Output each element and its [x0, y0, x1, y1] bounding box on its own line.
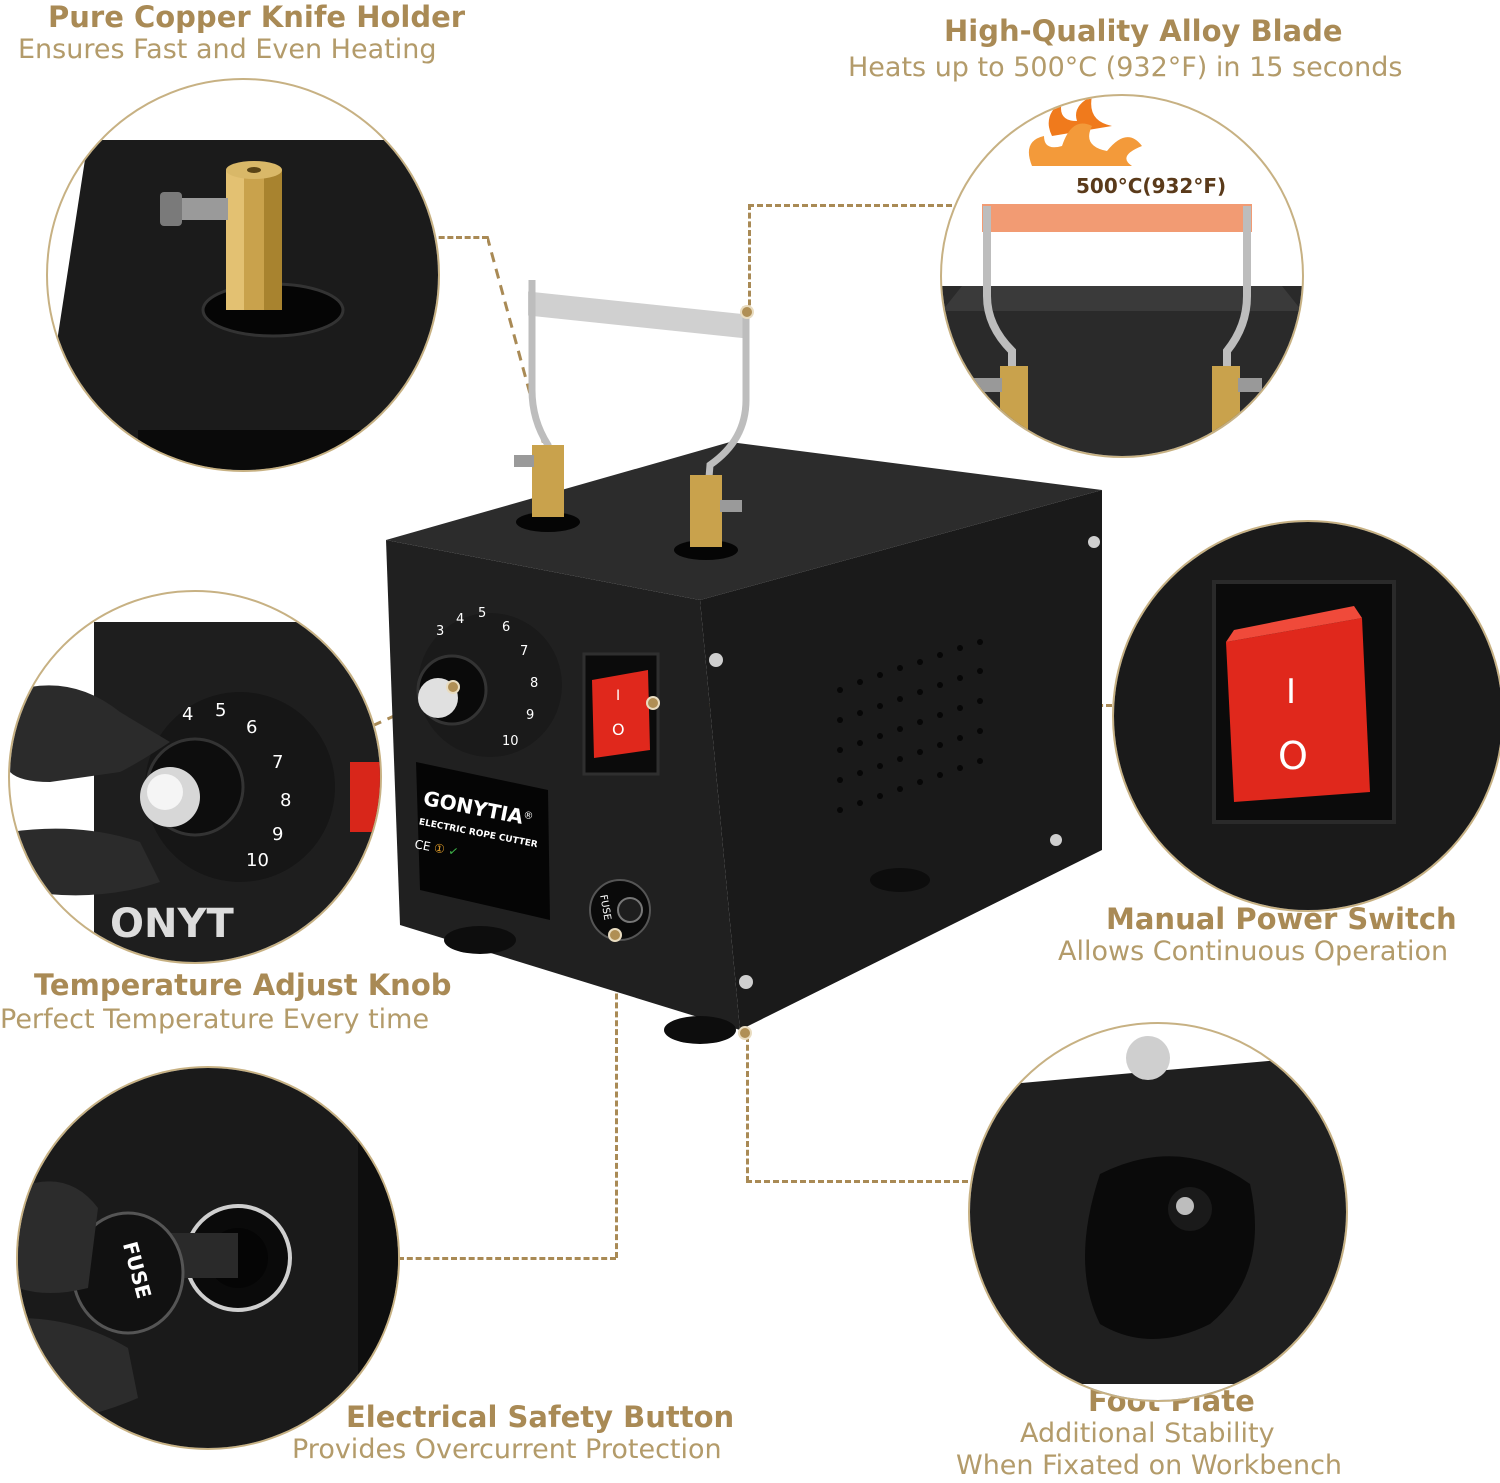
zoom-brand-fragment: ONYT [110, 901, 234, 947]
knob-dot [446, 680, 460, 694]
fuse-zoom-circle: FUSE [16, 1066, 400, 1450]
switch-zoom-circle: I O [1112, 520, 1500, 912]
fuse-title: Electrical Safety Button [346, 1400, 735, 1434]
knob-zoom-circle: ONYT 4 5 6 7 8 9 10 [8, 590, 382, 964]
switch-off-symbol: O [612, 720, 625, 739]
zoom-dial-6: 6 [246, 717, 258, 738]
leader-fuse-h [398, 1257, 616, 1260]
knife-holder-title: Pure Copper Knife Holder [48, 0, 466, 34]
zoom-switch-on: I [1286, 672, 1297, 712]
switch-on-symbol: I [616, 688, 621, 704]
ce-mark: CE [413, 837, 432, 854]
rohs-mark: ① [432, 840, 447, 857]
zoom-dial-5: 5 [215, 700, 227, 721]
leader-blade-v [748, 204, 751, 314]
vent-holes [837, 639, 983, 813]
foot-dot [738, 1026, 752, 1040]
zoom-switch-off: O [1278, 734, 1308, 778]
foot-zoom-circle [968, 1022, 1348, 1402]
fuse-subtitle: Provides Overcurrent Protection [292, 1434, 722, 1465]
zoom-dial-7: 7 [272, 752, 284, 773]
zoom-dial-9: 9 [272, 824, 284, 845]
dial-6: 6 [502, 620, 511, 635]
dial-7: 7 [520, 644, 529, 659]
foot-subtitle-line1: Additional Stability [1020, 1418, 1275, 1449]
dial-3: 3 [436, 624, 445, 639]
rope-cutter-device: 3 4 5 6 7 8 9 10 I O GONYTIA® ELECTRIC R… [380, 250, 1110, 1050]
blade-zoom-circle: 500°C(932°F) [940, 94, 1304, 458]
blade-subtitle: Heats up to 500°C (932°F) in 15 seconds [848, 52, 1403, 83]
zoom-dial-8: 8 [280, 790, 292, 811]
dial-10: 10 [502, 734, 519, 749]
fuse-dot [608, 928, 622, 942]
check-mark: ✓ [447, 843, 460, 860]
dial-4: 4 [456, 612, 465, 627]
foot-subtitle-line2: When Fixated on Workbench [956, 1450, 1343, 1481]
knife-holder-zoom-circle [46, 78, 440, 472]
blade-title: High-Quality Alloy Blade [944, 14, 1343, 48]
switch-subtitle: Allows Continuous Operation [1058, 936, 1449, 967]
leader-fuse-v [615, 940, 618, 1258]
knob-subtitle: Perfect Temperature Every time [0, 1004, 430, 1035]
blade-dot [740, 305, 754, 319]
zoom-dial-4: 4 [182, 704, 194, 725]
leader-foot-h [746, 1180, 968, 1183]
registered-mark: ® [522, 809, 535, 823]
dial-8: 8 [530, 676, 539, 691]
knife-holder-subtitle: Ensures Fast and Even Heating [18, 34, 437, 65]
leader-blade-h [748, 204, 952, 207]
leader-knife-h [430, 236, 488, 239]
dial-9: 9 [526, 708, 535, 723]
dial-5: 5 [478, 606, 487, 621]
leader-foot-v [746, 1036, 749, 1182]
zoom-dial-10: 10 [246, 850, 269, 871]
temp-badge: 500°C(932°F) [1076, 174, 1227, 198]
knob-title: Temperature Adjust Knob [34, 968, 452, 1002]
switch-dot [646, 696, 660, 710]
